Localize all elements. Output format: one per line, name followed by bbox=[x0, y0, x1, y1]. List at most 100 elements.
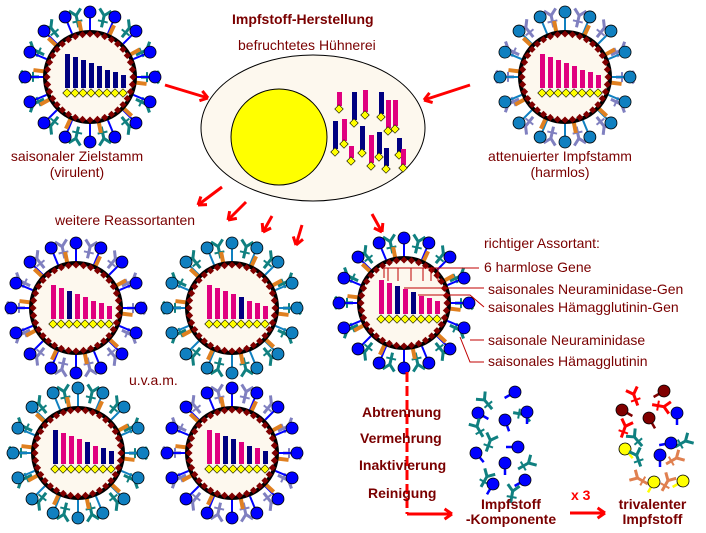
membrane-bead bbox=[363, 277, 371, 286]
attenuated-strain-label: attenuierter Impfstamm (harmlos) bbox=[475, 148, 645, 180]
membrane-bead bbox=[601, 88, 609, 96]
spike-branch bbox=[56, 385, 65, 393]
rna-segment bbox=[411, 292, 416, 314]
trivalent-antigen bbox=[625, 428, 644, 448]
neuraminidase-head bbox=[129, 24, 143, 38]
component-antigen bbox=[469, 446, 485, 463]
egg-yolk bbox=[230, 88, 328, 186]
loose-na-head bbox=[471, 406, 485, 420]
polymerase-bead bbox=[228, 464, 238, 474]
polymerase-bead bbox=[58, 464, 68, 474]
neuraminidase-head bbox=[558, 135, 572, 149]
neuraminidase-head bbox=[179, 400, 193, 414]
polymerase-bead bbox=[98, 464, 108, 474]
spike-branch bbox=[632, 428, 637, 438]
neuraminidase-head bbox=[332, 296, 346, 310]
spike-branch bbox=[209, 513, 219, 521]
neuraminidase-head bbox=[160, 301, 174, 315]
membrane-bead bbox=[400, 342, 408, 350]
spike-branch bbox=[240, 238, 248, 248]
membrane-bead bbox=[78, 115, 87, 123]
polymerase-bead bbox=[220, 319, 230, 329]
membrane-bead bbox=[363, 320, 371, 329]
loose-na-head bbox=[664, 436, 678, 450]
haemagglutinin-spike bbox=[97, 7, 113, 28]
polymerase-bead bbox=[110, 88, 120, 98]
membrane-bead bbox=[79, 262, 88, 270]
target-strain-virus bbox=[18, 5, 162, 149]
spike-cross bbox=[633, 437, 643, 446]
rna-segment bbox=[101, 448, 106, 464]
membrane-bead bbox=[228, 261, 236, 269]
neuraminidase-head bbox=[136, 446, 150, 460]
membrane-bead bbox=[185, 304, 193, 312]
neuraminidase-head bbox=[179, 255, 193, 269]
leader-ha-gene bbox=[418, 294, 485, 308]
spike-branch bbox=[388, 363, 396, 373]
spike-branch bbox=[68, 9, 77, 17]
egg-polymerase-bead bbox=[376, 112, 386, 122]
spike-branch bbox=[191, 501, 196, 511]
spike-branch bbox=[268, 502, 273, 511]
membrane-bead bbox=[109, 282, 117, 291]
membrane-bead bbox=[243, 409, 251, 417]
membrane-bead bbox=[360, 314, 368, 322]
membrane-bead bbox=[31, 449, 39, 457]
neuraminidase-head bbox=[117, 492, 131, 506]
membrane-bead bbox=[114, 296, 122, 305]
polymerase-bead bbox=[80, 319, 90, 329]
membrane-bead bbox=[256, 482, 264, 490]
rna-segment bbox=[540, 54, 545, 88]
rna-segment bbox=[207, 430, 212, 464]
trivalent-antigen bbox=[660, 471, 677, 492]
arrow-target-to-egg bbox=[164, 83, 210, 103]
spike-branch bbox=[542, 137, 552, 145]
component-antigen bbox=[475, 391, 494, 411]
membrane-bead bbox=[59, 409, 67, 417]
spike-branch bbox=[98, 7, 106, 17]
spike-cross bbox=[547, 130, 558, 135]
neuraminidase-head bbox=[4, 301, 18, 315]
polymerase-bead bbox=[244, 319, 254, 329]
membrane-bead bbox=[79, 346, 88, 354]
rna-segment bbox=[73, 57, 78, 88]
egg-rna-segment bbox=[337, 92, 342, 106]
component-label-line1: Impfstoff bbox=[481, 496, 541, 512]
neuraminidase-head bbox=[44, 241, 58, 255]
membrane-bead bbox=[553, 31, 562, 39]
arrow-shaft bbox=[197, 185, 223, 207]
polymerase-bead bbox=[74, 464, 84, 474]
neuraminidase-head bbox=[285, 276, 299, 290]
arrow-head bbox=[373, 226, 383, 234]
trivalent-antigen bbox=[651, 400, 672, 415]
spike-cross bbox=[35, 348, 45, 357]
spike-branch bbox=[216, 513, 224, 523]
spike-cross bbox=[239, 250, 250, 255]
membrane-bead bbox=[271, 449, 279, 457]
trivalent-antigen bbox=[642, 411, 657, 430]
component-antigen bbox=[506, 483, 521, 504]
reassortant-virus-2 bbox=[160, 236, 304, 380]
annotation-neuraminidase: saisonale Neuraminidase bbox=[488, 332, 646, 348]
neuraminidase-head bbox=[618, 45, 632, 59]
attenuated-strain-label-line2: (harmlos) bbox=[530, 164, 590, 180]
membrane-bead bbox=[243, 489, 251, 497]
spike-branch bbox=[485, 431, 492, 441]
membrane-bead bbox=[126, 88, 134, 96]
rna-segment bbox=[403, 289, 408, 314]
trivalent-antigen bbox=[671, 474, 690, 489]
spike-branch bbox=[685, 439, 695, 445]
spike-branch bbox=[89, 240, 99, 248]
spike-branch bbox=[543, 9, 552, 17]
egg-rna-segment bbox=[393, 100, 398, 126]
membrane-bead bbox=[93, 341, 102, 349]
haemagglutinin-spike bbox=[651, 400, 672, 415]
spike-cross bbox=[97, 19, 108, 24]
neuraminidase-head bbox=[618, 95, 632, 109]
loose-na-head bbox=[670, 406, 684, 420]
haemagglutinin-spike bbox=[572, 7, 588, 28]
polymerase-bead bbox=[376, 314, 386, 324]
polymerase-bead bbox=[106, 464, 116, 474]
haemagglutinin-spike bbox=[83, 238, 99, 259]
spike-branch bbox=[191, 356, 196, 366]
